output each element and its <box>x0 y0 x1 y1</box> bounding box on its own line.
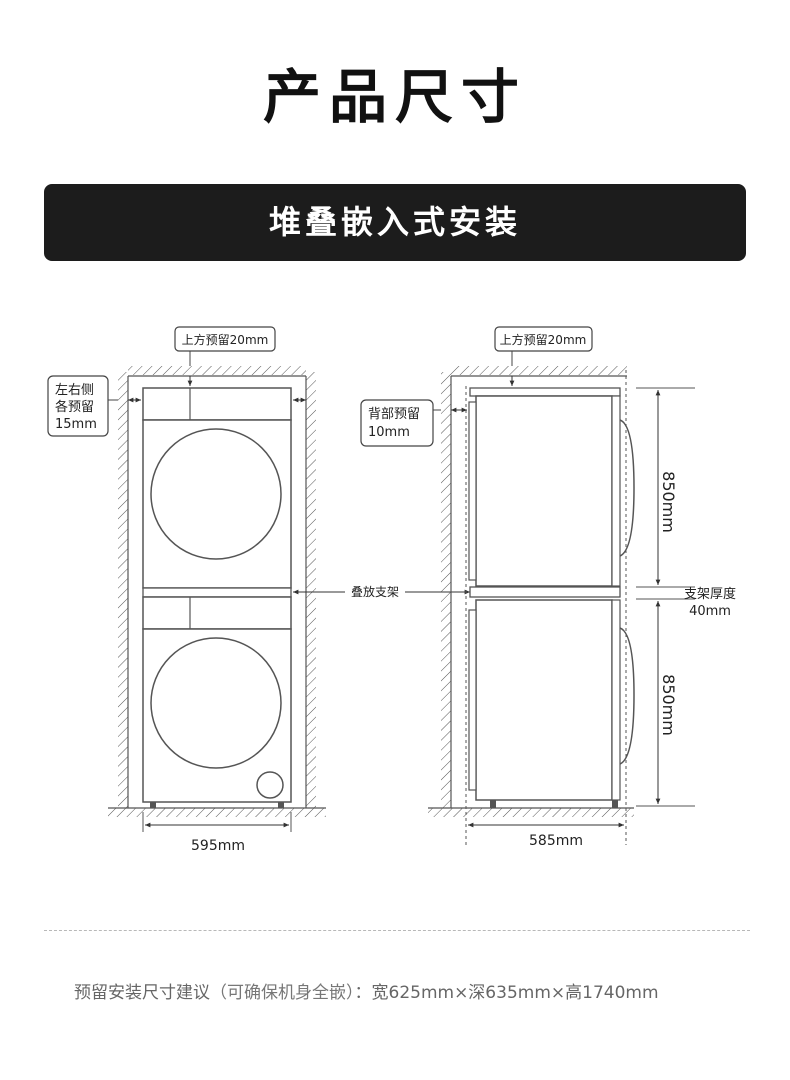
page-title: 产品尺寸 <box>262 63 527 131</box>
front-foot-right <box>278 802 284 808</box>
side-top-clearance-label: 上方预留20mm <box>500 332 587 347</box>
back-clearance-line1: 背部预留 <box>368 407 420 422</box>
filter-cover <box>256 771 284 799</box>
front-bracket <box>142 587 292 598</box>
side-upper-body <box>475 395 613 587</box>
front-foot-left <box>150 802 156 808</box>
front-right-wall <box>306 372 316 808</box>
section-banner: 堆叠嵌入式安装 <box>44 184 746 261</box>
bracket-thickness-line1: 支架厚度 <box>684 586 736 602</box>
front-ceiling <box>128 366 306 375</box>
side-depth-label: 585mm <box>529 833 583 849</box>
installation-diagram: 上方预留20mm 左右侧 各预留 15mm 595mm 叠放支架 <box>47 326 736 854</box>
front-lower-body <box>142 628 292 803</box>
side-lower-body <box>475 599 613 801</box>
section-banner-text: 堆叠嵌入式安装 <box>268 203 521 241</box>
front-view: 上方预留20mm 左右侧 各预留 15mm 595mm <box>47 326 326 854</box>
front-left-wall <box>118 372 128 808</box>
bracket-thickness-line2: 40mm <box>689 604 731 619</box>
front-lower-door <box>150 637 282 769</box>
footer-recommendation: 预留安装尺寸建议（可确保机身全嵌）：宽625mm×深635mm×高1740mm <box>74 978 774 1003</box>
front-side-clearance-line3: 15mm <box>55 417 97 432</box>
side-floor <box>428 808 634 817</box>
bracket-label: 叠放支架 <box>351 584 399 599</box>
front-width-label: 595mm <box>191 838 245 854</box>
front-upper-top-panel <box>142 387 292 421</box>
side-upper-top <box>469 387 621 397</box>
side-view: 上方预留20mm 背部预留 10mm 850mm 850mm 支架厚度 40mm… <box>360 326 736 849</box>
front-side-clearance-line2: 各预留 <box>55 399 94 415</box>
footer-dims: ：宽625mm×深635mm×高1740mm <box>354 983 659 1003</box>
footer-label: 预留安装尺寸建议 <box>74 983 210 1003</box>
upper-height-label: 850mm <box>659 471 678 533</box>
side-back-wall <box>441 372 451 808</box>
back-clearance-line2: 10mm <box>368 425 410 440</box>
front-upper-door <box>150 428 282 560</box>
side-bracket <box>469 586 621 598</box>
footer-divider <box>44 930 750 931</box>
side-upper-door <box>619 419 635 557</box>
side-lower-door <box>619 627 635 765</box>
front-side-clearance-line1: 左右侧 <box>55 383 94 398</box>
side-ceiling <box>451 366 627 375</box>
front-upper-body <box>142 419 292 589</box>
front-lower-top-panel <box>142 596 292 630</box>
lower-height-label: 850mm <box>659 674 678 736</box>
front-top-clearance-label: 上方预留20mm <box>182 332 269 347</box>
footer-note: （可确保机身全嵌） <box>210 983 355 1003</box>
front-floor <box>108 808 326 817</box>
